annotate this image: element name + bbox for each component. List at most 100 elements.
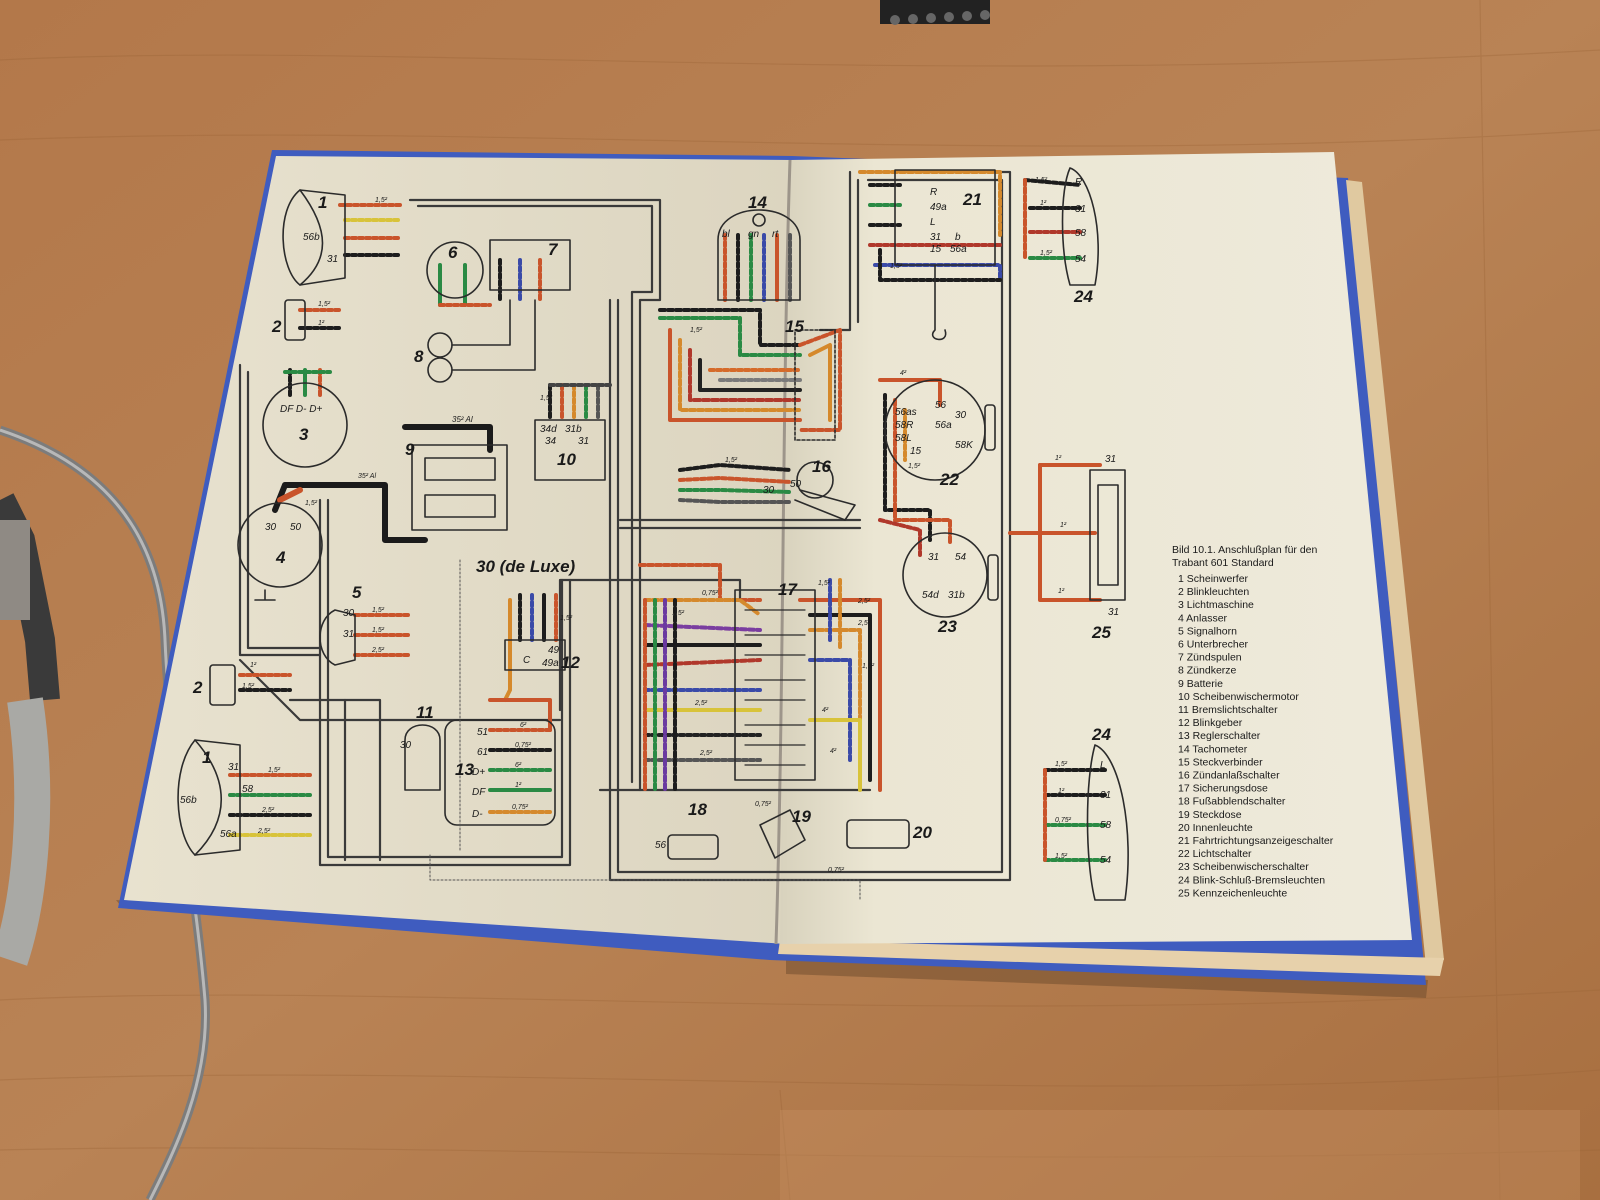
legend-item: 14 Tachometer xyxy=(1178,743,1248,755)
regulator xyxy=(444,719,556,826)
num-9: 9 xyxy=(405,440,415,459)
ls-56a: 56a xyxy=(935,420,952,431)
svg-text:1²: 1² xyxy=(250,662,257,669)
wire-size-labels: 1,5² 1,5² 1² 1,5² 1,5² 2,5² 1² 1,5² 1,5²… xyxy=(242,177,1072,874)
svg-text:2,5²: 2,5² xyxy=(699,750,713,757)
starter xyxy=(237,502,323,588)
headlamp-terminal-31: 31 xyxy=(327,254,338,265)
svg-text:1,5²: 1,5² xyxy=(672,610,685,617)
rl-top-58: 58 xyxy=(1075,228,1087,239)
svg-text:0,75²: 0,75² xyxy=(702,590,719,597)
ts-56a: 56a xyxy=(950,244,967,255)
tacho-rt: rt xyxy=(772,229,779,240)
svg-text:1²: 1² xyxy=(1058,788,1065,795)
num-6: 6 xyxy=(448,243,458,262)
svg-text:0,75²: 0,75² xyxy=(828,867,845,874)
rl-bot-31: 31 xyxy=(1100,790,1111,801)
ls-56as: 56as xyxy=(895,407,917,418)
rear-lamp-right xyxy=(1061,167,1099,286)
svg-text:1,5²: 1,5² xyxy=(1040,250,1053,257)
legend-item: 3 Lichtmaschine xyxy=(1178,599,1254,611)
svg-text:1²: 1² xyxy=(1040,200,1047,207)
headlamp-b-31: 31 xyxy=(228,762,239,773)
headlamp-bottom xyxy=(177,739,241,856)
wiper-31b: 31b xyxy=(565,424,582,435)
headlamp-top xyxy=(282,189,346,286)
num-10: 10 xyxy=(557,450,576,469)
svg-text:1²: 1² xyxy=(1060,522,1067,529)
svg-text:1,5²: 1,5² xyxy=(560,615,573,622)
left-page xyxy=(124,156,792,944)
ign-50: 50 xyxy=(790,479,802,490)
headlamp-terminal-56b: 56b xyxy=(303,232,320,243)
plate-31-bottom: 31 xyxy=(1108,607,1119,618)
svg-text:1²: 1² xyxy=(1058,588,1065,595)
ws-54d: 54d xyxy=(922,590,939,601)
num-17: 17 xyxy=(778,580,798,599)
legend-item: 22 Lichtschalter xyxy=(1178,848,1252,860)
svg-text:35² Al: 35² Al xyxy=(358,473,376,480)
starter-terminal-50: 50 xyxy=(290,522,302,533)
legend-item: 2 Blinkleuchten xyxy=(1178,586,1249,598)
ts-49a: 49a xyxy=(930,202,947,213)
svg-text:6²: 6² xyxy=(520,722,527,729)
svg-text:2,5²: 2,5² xyxy=(257,828,271,835)
legend-caption: Bild 10.1. Anschlußplan für den Trabant … xyxy=(1172,544,1334,899)
svg-text:1²: 1² xyxy=(1055,455,1062,462)
svg-text:2,5²: 2,5² xyxy=(857,598,871,605)
generator xyxy=(262,382,348,468)
legend-item: 1 Scheinwerfer xyxy=(1178,573,1249,585)
terminal-labels: DF D- D+ 30 50 35² Al 56b 31 56b 31 58 5… xyxy=(180,177,1119,866)
num-12: 12 xyxy=(561,653,580,672)
svg-text:1,5²: 1,5² xyxy=(725,457,738,464)
ls-30: 30 xyxy=(955,410,967,421)
ls-58r: 58R xyxy=(895,420,913,431)
component-numbers: 1 2 3 4 5 6 7 8 9 10 11 12 13 14 15 16 1… xyxy=(192,190,1111,842)
svg-text:1,5²: 1,5² xyxy=(318,301,331,308)
legend-item: 25 Kennzeichenleuchte xyxy=(1178,887,1287,899)
num-20: 20 xyxy=(912,823,932,842)
flasher-49a: 49a xyxy=(542,658,559,669)
brake-switch-30: 30 xyxy=(400,740,412,751)
reg-dminus: D- xyxy=(472,809,483,820)
tacho-bl: bl xyxy=(722,229,731,240)
svg-text:1,5²: 1,5² xyxy=(375,197,388,204)
num-1-bottom: 1 xyxy=(202,748,211,767)
num-11: 11 xyxy=(416,703,434,722)
headlamp-b-58: 58 xyxy=(242,784,254,795)
ts-31: 31 xyxy=(930,232,941,243)
legend-item: 15 Steckverbinder xyxy=(1178,756,1263,768)
legend-item: 23 Scheibenwischerschalter xyxy=(1178,861,1309,873)
num-22: 22 xyxy=(939,470,959,489)
horn-31: 31 xyxy=(343,629,354,640)
svg-text:1,5²: 1,5² xyxy=(690,327,703,334)
svg-text:1,5²: 1,5² xyxy=(242,683,255,690)
num-24-bottom: 24 xyxy=(1091,725,1111,744)
num-21: 21 xyxy=(962,190,982,209)
starter-terminal-30: 30 xyxy=(265,522,277,533)
num-15: 15 xyxy=(785,317,804,336)
svg-text:1,5²: 1,5² xyxy=(862,663,875,670)
num-8: 8 xyxy=(414,347,424,366)
svg-text:2,5²: 2,5² xyxy=(694,700,708,707)
wiper-switch xyxy=(902,532,988,618)
svg-text:0,75²: 0,75² xyxy=(1055,817,1072,824)
num-23: 23 xyxy=(937,617,957,636)
ls-58k: 58K xyxy=(955,440,974,451)
legend-item: 11 Bremslichtschalter xyxy=(1178,704,1278,716)
deluxe-label: 30 (de Luxe) xyxy=(476,557,576,576)
num-1-top: 1 xyxy=(318,193,327,212)
battery-cable-label: 35² Al xyxy=(452,415,473,424)
pen-tips xyxy=(880,0,990,25)
num-16: 16 xyxy=(812,457,831,476)
num-3: 3 xyxy=(299,425,309,444)
num-25: 25 xyxy=(1091,623,1111,642)
ls-56: 56 xyxy=(935,400,947,411)
num-14: 14 xyxy=(748,193,767,212)
plate-31-top: 31 xyxy=(1105,454,1116,465)
svg-text:6²: 6² xyxy=(515,762,522,769)
svg-text:1,5²: 1,5² xyxy=(540,395,553,402)
num-2-top: 2 xyxy=(271,317,282,336)
num-24-top: 24 xyxy=(1073,287,1093,306)
